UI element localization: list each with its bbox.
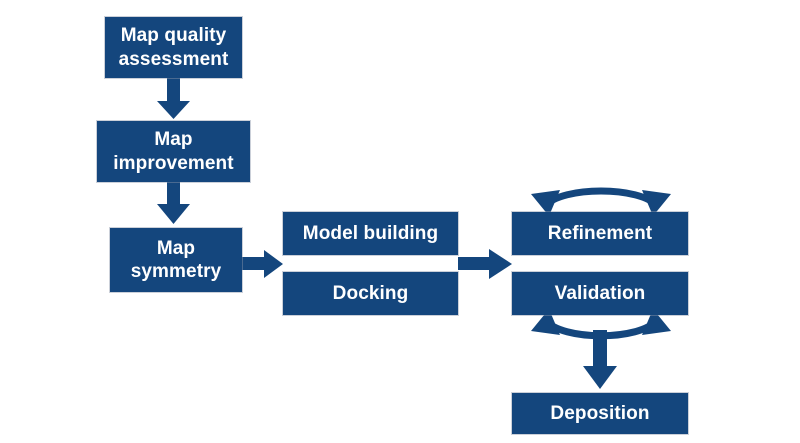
node-validation[interactable]: Validation (512, 272, 688, 315)
arrow-improvement-to-symmetry (157, 182, 190, 224)
arrow-building-to-refinement (458, 249, 512, 279)
node-label-line1: Map (156, 237, 196, 259)
arrow-cycle-to-deposition (583, 330, 617, 389)
node-map-symmetry[interactable]: Map symmetry (110, 228, 242, 292)
node-label: Refinement (547, 222, 653, 244)
node-model-building[interactable]: Model building (283, 212, 458, 255)
arrow-symmetry-to-building (242, 250, 283, 278)
node-label-line1: Map (154, 129, 193, 151)
node-label-line2: assessment (118, 48, 229, 70)
arrow-quality-to-improvement (157, 78, 190, 119)
node-label: Deposition (550, 402, 650, 424)
node-deposition[interactable]: Deposition (512, 393, 688, 434)
node-docking[interactable]: Docking (283, 272, 458, 315)
node-label-line2: symmetry (130, 261, 222, 282)
node-label: Docking (332, 282, 409, 304)
node-map-improvement[interactable]: Map improvement (97, 121, 250, 182)
node-label-line1: Map quality (120, 25, 227, 47)
node-label: Model building (302, 222, 439, 244)
node-refinement[interactable]: Refinement (512, 212, 688, 255)
node-map-quality-assessment[interactable]: Map quality assessment (105, 17, 242, 78)
node-label-line2: improvement (113, 152, 234, 174)
node-label: Validation (554, 282, 646, 304)
